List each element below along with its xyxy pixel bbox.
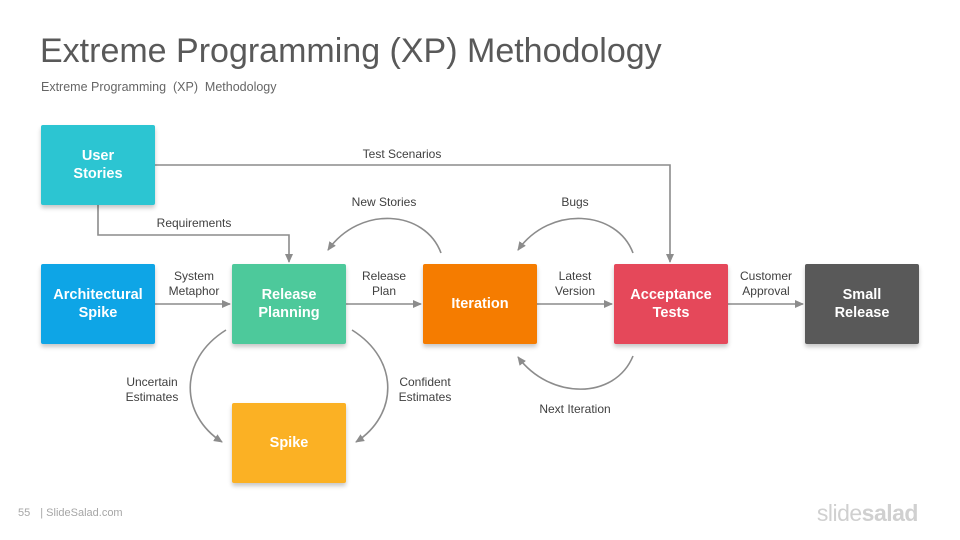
arrow-new-stories xyxy=(327,217,442,254)
user-stories-box: User Stories xyxy=(41,125,155,205)
spike-box: Spike xyxy=(232,403,346,483)
label-requirements: Requirements xyxy=(156,216,232,230)
arrow-next-iteration xyxy=(517,355,634,390)
arrow-requirements xyxy=(97,205,293,263)
arrow-test-scenarios xyxy=(155,164,674,263)
label-release-plan: Release Plan xyxy=(361,269,407,298)
label-system-metaphor: System Metaphor xyxy=(168,269,220,298)
acceptance-tests-box: Acceptance Tests xyxy=(614,264,728,344)
iteration-box: Iteration xyxy=(423,264,537,344)
arrow-uncertain-estimates xyxy=(189,329,227,443)
label-confident-estimates: Confident Estimates xyxy=(398,375,452,404)
label-new-stories: New Stories xyxy=(351,195,417,209)
logo-bold: salad xyxy=(861,500,919,526)
label-customer-approval: Customer Approval xyxy=(739,269,793,298)
architectural-spike-box: Architectural Spike xyxy=(41,264,155,344)
page-title: Extreme Programming (XP) Methodology xyxy=(40,32,662,70)
slidesalad-logo: slidesalad xyxy=(816,500,919,527)
logo-light: slide xyxy=(816,500,862,526)
page-subtitle: Extreme Programming (XP) Methodology xyxy=(41,80,277,94)
label-latest-version: Latest Version xyxy=(554,269,596,298)
label-test-scenarios: Test Scenarios xyxy=(362,147,442,161)
label-bugs: Bugs xyxy=(561,195,589,209)
page-number: 55 xyxy=(18,507,31,519)
footer: 55 | SlideSalad.com xyxy=(18,507,123,519)
label-uncertain-estimates: Uncertain Estimates xyxy=(125,375,179,404)
footer-site: | SlideSalad.com xyxy=(40,507,123,519)
label-next-iteration: Next Iteration xyxy=(539,402,611,416)
release-planning-box: Release Planning xyxy=(232,264,346,344)
arrow-bugs xyxy=(517,217,634,254)
arrow-confident-estimates xyxy=(351,329,389,443)
small-release-box: Small Release xyxy=(805,264,919,344)
